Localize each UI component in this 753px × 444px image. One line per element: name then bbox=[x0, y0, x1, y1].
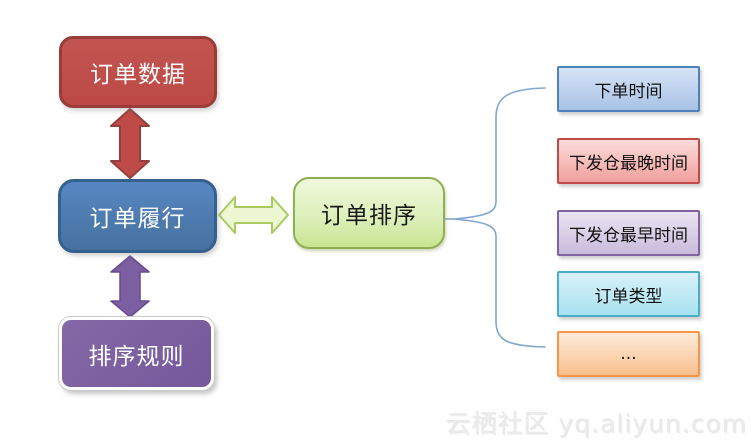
factor-latest-warehouse-dispatch-time: 下发仓最晚时间 bbox=[557, 138, 700, 184]
node-order-data-label: 订单数据 bbox=[90, 62, 186, 88]
factor-ellipsis: ... bbox=[557, 331, 700, 377]
node-sorting-rules-label: 排序规则 bbox=[88, 343, 185, 370]
factor-order-type: 订单类型 bbox=[557, 271, 700, 317]
double-arrow-data-fulfillment-icon bbox=[110, 108, 150, 179]
node-order-sorting: 订单排序 bbox=[293, 177, 445, 249]
watermark: 云栖社区 yq.aliyun.com bbox=[445, 404, 747, 440]
factor-order-type-label: 订单类型 bbox=[594, 286, 663, 307]
node-order-sorting-label: 订单排序 bbox=[321, 203, 417, 229]
node-order-fulfillment-label: 订单履行 bbox=[89, 206, 186, 232]
node-sorting-rules: 排序规则 bbox=[59, 317, 214, 390]
node-order-data: 订单数据 bbox=[59, 36, 217, 108]
factor-latest-warehouse-dispatch-time-label: 下发仓最晚时间 bbox=[569, 153, 688, 174]
brace-icon bbox=[453, 87, 546, 348]
factor-earliest-warehouse-dispatch-time: 下发仓最早时间 bbox=[557, 210, 700, 256]
double-arrow-fulfillment-sorting-icon bbox=[218, 196, 289, 234]
double-arrow-fulfillment-rules-icon bbox=[110, 255, 150, 318]
node-order-fulfillment: 订单履行 bbox=[58, 179, 217, 253]
factor-ellipsis-label: ... bbox=[620, 344, 637, 364]
factor-order-time: 下单时间 bbox=[557, 66, 700, 112]
factor-order-time-label: 下单时间 bbox=[594, 81, 663, 102]
watermark-text: 云栖社区 yq.aliyun.com bbox=[445, 409, 747, 438]
factor-earliest-warehouse-dispatch-time-label: 下发仓最早时间 bbox=[569, 225, 688, 246]
